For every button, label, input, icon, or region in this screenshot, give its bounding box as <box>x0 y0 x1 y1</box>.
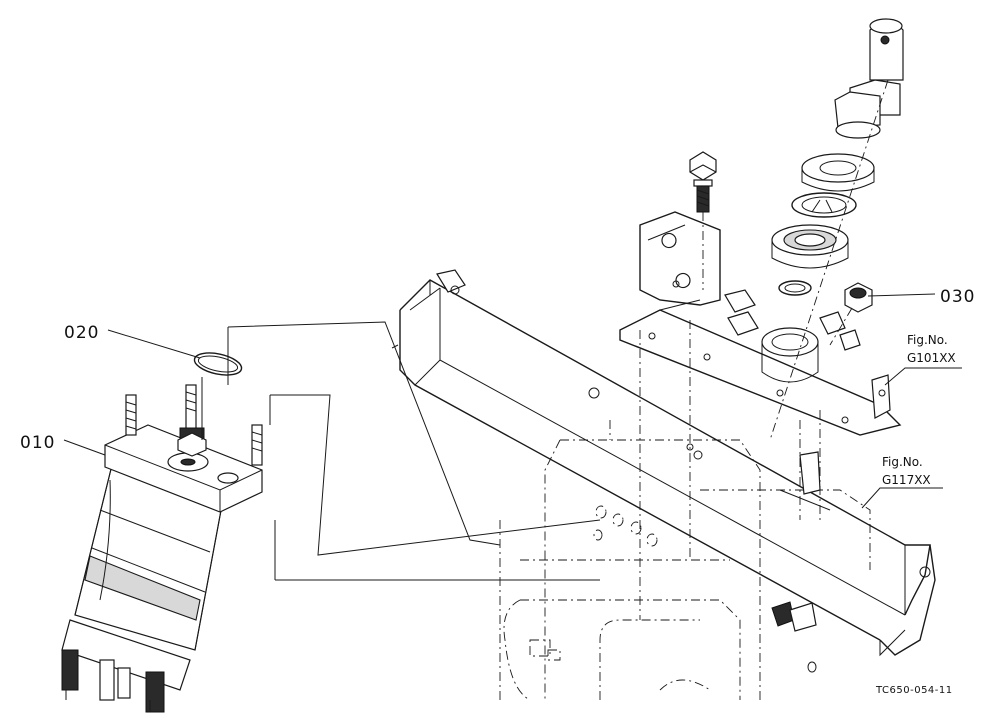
assembly-paths <box>201 321 601 581</box>
stud-bolt-lower <box>771 601 817 673</box>
part-010-unit <box>61 384 263 713</box>
hex-bolt <box>689 151 717 290</box>
leader-lines <box>63 293 962 509</box>
callout-010: 010 <box>20 433 55 453</box>
fig-ref-g101-code: G101XX <box>907 351 956 365</box>
fig-ref-g117-label: Fig.No. <box>882 455 923 469</box>
fig-ref-g117-code: G117XX <box>882 473 931 487</box>
callout-030: 030 <box>940 287 975 307</box>
chassis-frame <box>499 320 871 701</box>
shaft-stack <box>769 18 904 441</box>
channel-bracket <box>391 269 936 657</box>
o-ring-020 <box>193 352 243 376</box>
callout-020: 020 <box>64 323 99 343</box>
nut-030 <box>829 282 873 346</box>
fig-ref-g101-label: Fig.No. <box>907 333 948 347</box>
drawing-code: TC650-054-11 <box>875 685 953 696</box>
mounting-plate <box>619 211 902 511</box>
